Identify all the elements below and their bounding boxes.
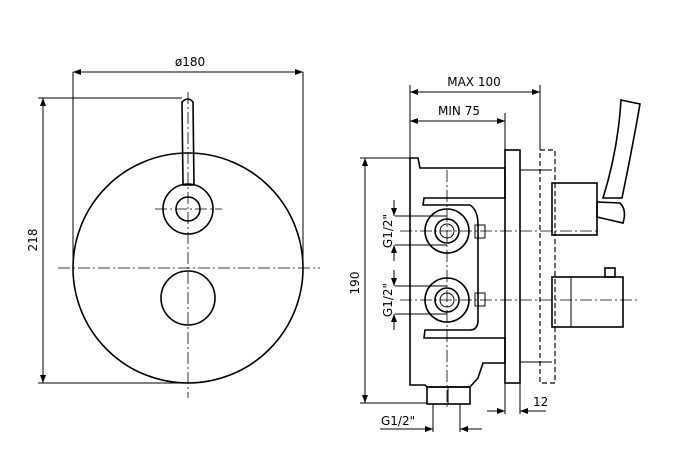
height-190-label: 190 (348, 272, 362, 295)
front-view: ø180 218 (26, 55, 320, 398)
lower-connection-label: G1/2" (381, 283, 395, 317)
finished-wall-plate (539, 149, 556, 384)
min-depth-label: MIN 75 (438, 104, 480, 118)
plate-thickness-label: 12 (533, 395, 548, 409)
max-depth-label: MAX 100 (447, 75, 501, 89)
diameter-label: ø180 (175, 55, 205, 69)
diverter-handle-base (551, 182, 598, 236)
thermostatic-knob-side (551, 276, 624, 328)
valve-body (409, 157, 506, 388)
mixer-lever (181, 98, 195, 186)
side-view: MAX 100 MIN 75 190 G1/2" G1/2" (348, 75, 641, 432)
bottom-connection-label: G1/2" (381, 414, 415, 428)
upper-connection-label: G1/2" (381, 214, 395, 248)
mixer-lever-side (601, 99, 641, 199)
thermostatic-knob (160, 270, 216, 326)
height-label: 218 (26, 229, 40, 252)
mounting-plate (504, 149, 521, 384)
